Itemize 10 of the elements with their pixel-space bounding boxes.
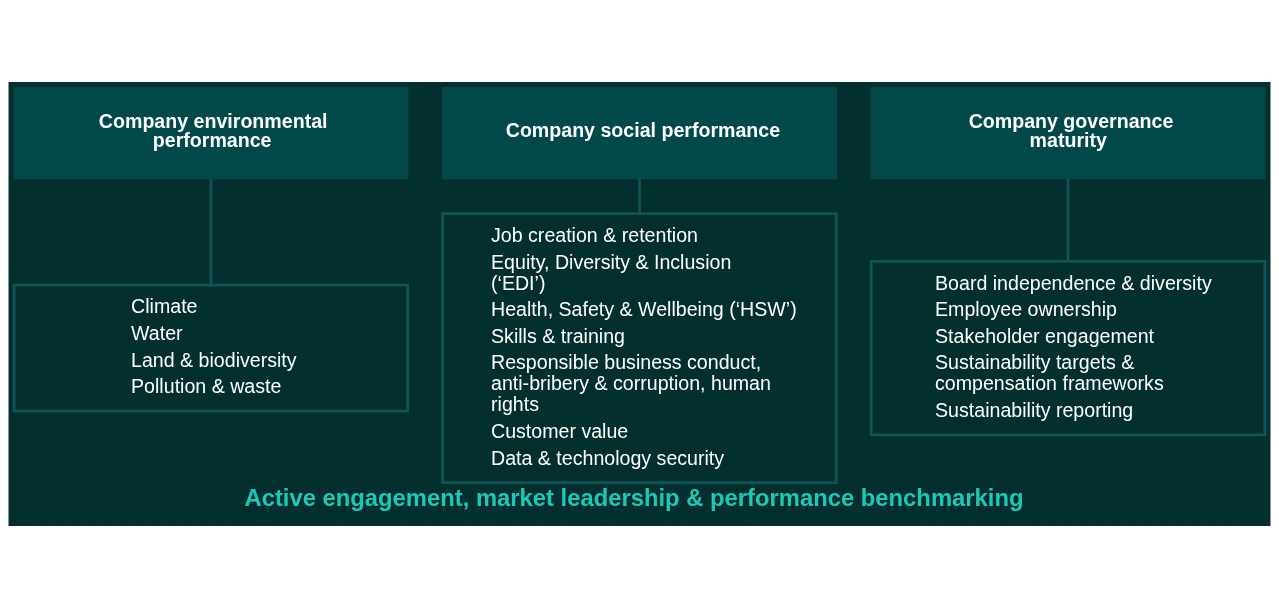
node-box: Job creation & retention Equity, Diversity & Inclusion (‘EDI’) Health, Safety & Wellbeing (‘HSW’) Skills & training Responsible business conduct, anti-bribery & corruption, human rights Customer value Data & technology security	[441, 211, 838, 484]
node-box: Climate Water Land & biodiversity Pollution & waste	[12, 283, 410, 413]
connector	[209, 178, 213, 285]
node-box: Company environmental performance	[13, 86, 409, 179]
node-box: Company governance maturity	[870, 86, 1266, 179]
node-box: Board independence & diversity Employee ownership Stakeholder engagement Sustainability targets & compensation frameworks Sustainability reporting	[869, 259, 1267, 436]
node-box: Company social performance	[442, 86, 837, 179]
connector	[638, 178, 641, 213]
caption: Active engagement, market leadership & performance benchmarking	[244, 483, 1024, 511]
connector	[1066, 178, 1070, 261]
